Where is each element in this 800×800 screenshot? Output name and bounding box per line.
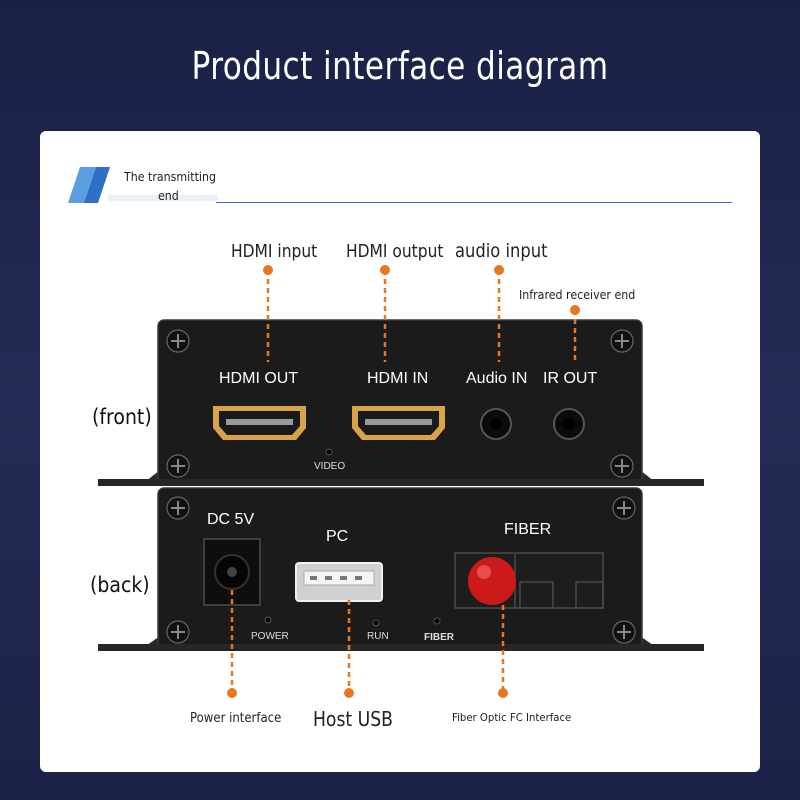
power-led-icon <box>264 616 272 624</box>
callout-power-interface: Power interface <box>190 711 282 726</box>
front-panel <box>98 319 704 486</box>
callout-audio-input: audio input <box>455 240 548 262</box>
fiber-module <box>454 552 604 609</box>
callout-leaders <box>230 270 577 690</box>
video-led-icon <box>325 448 333 456</box>
callout-hdmi-output: HDMI output <box>346 241 444 262</box>
label-run: RUN <box>367 631 389 642</box>
callout-hdmi-input: HDMI input <box>231 241 318 262</box>
hdmi-in-port <box>352 406 445 440</box>
audio-in-jack <box>480 408 512 440</box>
label-ir-out: IR OUT <box>543 370 598 387</box>
label-front: (front) <box>92 405 152 429</box>
label-power: POWER <box>251 631 289 642</box>
callout-host-usb: Host USB <box>313 707 393 731</box>
section-divider <box>216 202 732 203</box>
page-title: Product interface diagram <box>191 44 609 88</box>
callout-fiber-interface: Fiber Optic FC Interface <box>452 711 572 724</box>
label-audio-in: Audio IN <box>466 370 528 387</box>
back-panel <box>98 487 704 651</box>
label-dc: DC 5V <box>207 511 255 528</box>
callout-dots <box>227 265 580 698</box>
fiber-led-icon <box>433 617 441 625</box>
section-title-line1: The transmitting <box>124 170 216 184</box>
callout-infrared: Infrared receiver end <box>519 288 636 302</box>
section-stripe-icon <box>68 167 218 203</box>
label-video: VIDEO <box>314 461 346 472</box>
ir-out-jack <box>553 408 585 440</box>
label-pc: PC <box>326 528 349 545</box>
section-title-line2: end <box>158 189 179 203</box>
hdmi-out-port <box>213 406 306 440</box>
label-fiber-led: FIBER <box>424 632 454 643</box>
label-fiber: FIBER <box>504 521 552 538</box>
dc-jack <box>203 538 261 606</box>
usb-port <box>295 562 383 602</box>
label-hdmi-out: HDMI OUT <box>219 370 299 387</box>
label-back: (back) <box>90 573 150 597</box>
run-led-icon <box>372 619 380 627</box>
label-hdmi-in: HDMI IN <box>367 370 429 387</box>
